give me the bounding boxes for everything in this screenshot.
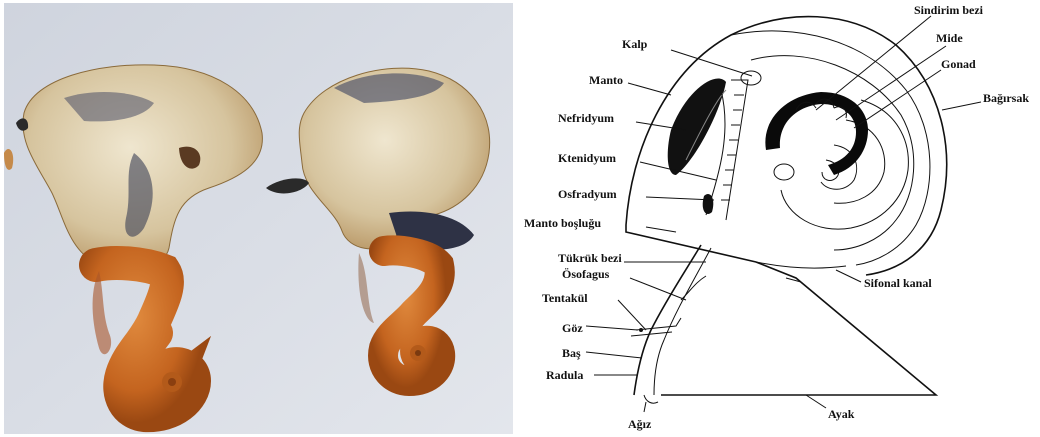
anatomy-drawing: Sindirim bezi Kalp Mide Manto Gonad Bağı… (516, 0, 1040, 437)
label-gonad: Gonad (941, 57, 976, 71)
label-ktenidyum: Ktenidyum (558, 151, 616, 165)
label-bagirsak: Bağırsak (983, 91, 1029, 105)
specimen-photo (4, 3, 513, 434)
labels: Sindirim bezi Kalp Mide Manto Gonad Bağı… (524, 3, 1029, 431)
label-tukruk-bezi: Tükrük bezi (558, 251, 622, 265)
label-sindirim-bezi: Sindirim bezi (914, 3, 984, 17)
head-foot (631, 245, 711, 403)
anatomy-diagram: Sindirim bezi Kalp Mide Manto Gonad Bağı… (516, 0, 1040, 437)
label-goz: Göz (562, 321, 583, 335)
label-osofagus: Ösofagus (562, 267, 610, 281)
specimen-photo-drawing (4, 3, 513, 434)
label-manto-boslugu: Manto boşluğu (524, 216, 601, 230)
label-mide: Mide (936, 31, 963, 45)
label-nefridyum: Nefridyum (558, 111, 614, 125)
label-radula: Radula (546, 368, 583, 382)
label-osfradyum: Osfradyum (558, 187, 617, 201)
label-sifonal-kanal: Sifonal kanal (864, 276, 932, 290)
label-bas: Baş (562, 346, 581, 360)
mantle-structures (668, 71, 761, 220)
label-agiz: Ağız (628, 417, 652, 431)
label-kalp: Kalp (622, 37, 648, 51)
label-ayak: Ayak (828, 407, 855, 421)
label-tentakul: Tentakül (542, 291, 588, 305)
label-manto: Manto (589, 73, 623, 87)
